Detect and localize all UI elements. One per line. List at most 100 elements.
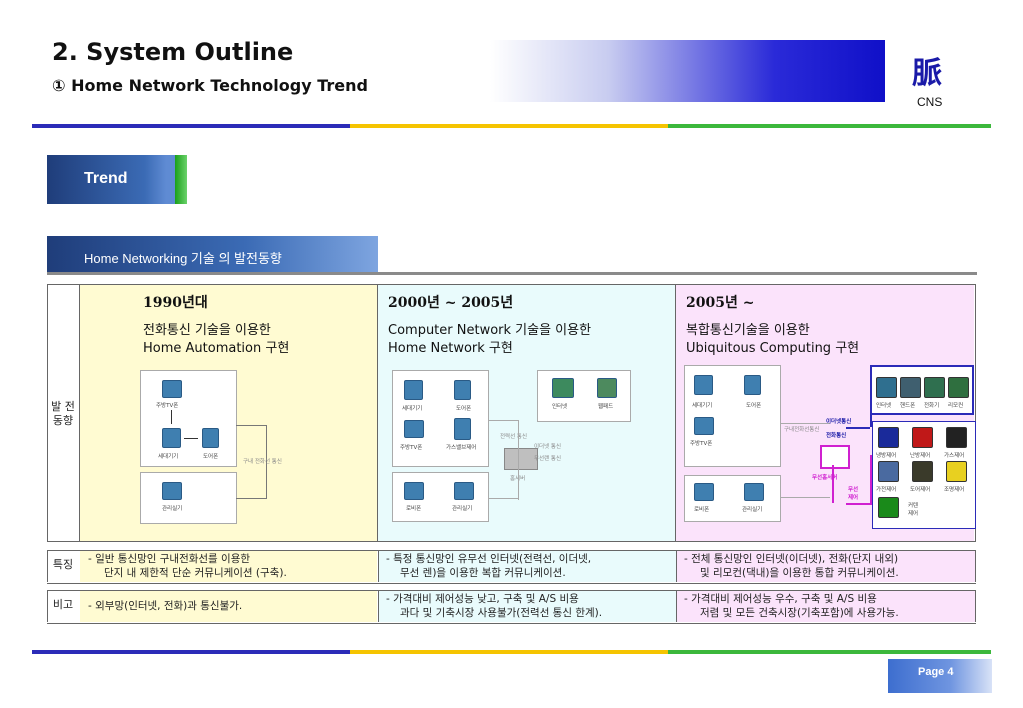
- connector: [184, 438, 198, 439]
- remarks-cell-bg: [378, 591, 676, 622]
- diagram-box: [684, 475, 781, 522]
- door-phone-label: 도어폰: [203, 454, 219, 460]
- lobby-phone-label: 로비폰: [406, 506, 422, 512]
- lobby-phone-icon: [694, 483, 714, 501]
- appliance-label: 가전제어: [876, 487, 897, 493]
- column-header-1990: 1990년대: [143, 295, 208, 311]
- section-header: [47, 236, 378, 273]
- main-tv-phone-icon: [404, 420, 424, 438]
- gas-label: 가스제어: [944, 453, 965, 459]
- guard-station-icon: [454, 482, 474, 500]
- remarks-2005-line1: - 가격대비 제어성능 우수, 구축 및 A/S 비용: [684, 593, 877, 605]
- webpad-label: 웹패드: [598, 404, 614, 410]
- remarks-cell-bg: [676, 591, 976, 622]
- door-phone-icon: [202, 428, 219, 448]
- connector: [266, 425, 267, 499]
- table-border: [675, 284, 676, 541]
- home-server-icon: [504, 448, 538, 470]
- home-server-label: 홈서버: [510, 474, 525, 482]
- table-border: [377, 284, 378, 541]
- appliance-icon: [878, 461, 899, 482]
- gas-valve-label: 가스밸브제어: [446, 445, 477, 451]
- lobby-phone-icon: [404, 482, 424, 500]
- wallpad-icon: [162, 428, 181, 448]
- features-2005-line1: - 전체 통신망인 인터넷(이더넷), 전화(단지 내외): [684, 553, 899, 565]
- internet-label: 인터넷: [876, 403, 892, 409]
- connector: [780, 423, 830, 424]
- divider-blue: [32, 124, 350, 128]
- remarks-2000-line2: 과다 및 기축시장 사용불가(전력선 통신 한계).: [400, 607, 603, 619]
- light-label: 조명제어: [944, 487, 965, 493]
- features-row-label: 특징: [52, 558, 74, 571]
- remote-control-icon: [948, 377, 969, 398]
- guard-station-icon: [744, 483, 764, 501]
- gas-icon: [946, 427, 967, 448]
- footer-divider-yellow: [350, 650, 668, 654]
- cooling-icon: [878, 427, 899, 448]
- section-rule: [47, 272, 977, 275]
- page-number: Page 4: [918, 666, 954, 678]
- features-2000-line1: - 특정 통신망인 유무선 인터넷(전력선, 이더넷,: [386, 553, 592, 565]
- wallpad-label: 세대기기: [692, 403, 713, 409]
- guard-station-icon: [162, 482, 182, 500]
- guard-station-label: 관리실기: [742, 507, 763, 513]
- wallpad-icon: [694, 375, 713, 395]
- remarks-1990-line1: - 외부망(인터넷, 전화)과 통신불가.: [88, 600, 243, 612]
- table-border: [975, 284, 976, 541]
- remote-control-label: 리모컨: [948, 403, 964, 409]
- table-border-top: [47, 284, 976, 285]
- wallpad-label: 세대기기: [402, 406, 423, 412]
- webpad-icon: [597, 378, 617, 398]
- column-desc-2005-line1: 복합통신기술을 이용한: [686, 323, 810, 338]
- main-tv-phone-icon: [162, 380, 182, 398]
- phone-comm-label: 전화통신: [826, 433, 847, 439]
- mobile-phone-icon: [900, 377, 921, 398]
- connector: [832, 465, 834, 503]
- connector: [236, 425, 266, 426]
- diagram-box: [140, 472, 237, 524]
- connector: [518, 420, 519, 500]
- diagram-1990: 주방TV폰 세대기기 도어폰 관리실기 구내 전화선 통신: [140, 370, 340, 530]
- column-desc-1990-line1: 전화통신 기술을 이용한: [143, 323, 271, 338]
- page-subtitle: ① Home Network Technology Trend: [52, 76, 368, 95]
- wireless-control-label: 무선: [848, 487, 859, 493]
- phone-line-label: 구내 전화선 통신: [243, 459, 282, 465]
- main-tv-phone-label: 주방TV폰: [156, 403, 179, 409]
- door-phone-label: 도어폰: [746, 403, 762, 409]
- features-2000-line2: 무선 렌)을 이용한 복합 커뮤니케이션.: [400, 567, 566, 579]
- main-tv-phone-label: 주방TV폰: [400, 445, 423, 451]
- cooling-label: 냉방제어: [876, 453, 897, 459]
- divider-green: [668, 124, 991, 128]
- connector: [236, 498, 266, 499]
- ethernet-label: 이더넷통신: [826, 419, 852, 425]
- features-cell-bg: [378, 551, 676, 582]
- trend-tab-label: Trend: [84, 170, 128, 187]
- guard-station-label: 관리실기: [452, 506, 473, 512]
- heating-label: 난방제어: [910, 453, 931, 459]
- features-1990-line2: 단지 내 제한적 단순 커뮤니케이션 (구축).: [104, 567, 287, 579]
- row-label-development-text: 발 전 동향: [51, 400, 75, 427]
- remarks-row-label: 비고: [52, 598, 74, 611]
- wallpad-label: 세대기기: [158, 454, 179, 460]
- main-tv-phone-icon: [694, 417, 714, 435]
- wireless-lan-label: 무선랜 통신: [534, 456, 562, 462]
- connector: [171, 410, 172, 424]
- wireless-server-icon: [820, 445, 850, 469]
- main-tv-phone-label: 주방TV폰: [690, 441, 713, 447]
- ethernet-label: 이더넷 통신: [534, 444, 562, 450]
- footer-divider-green: [668, 650, 991, 654]
- column-desc-1990-line2: Home Automation 구현: [143, 341, 290, 356]
- features-1990-line1: - 일반 통신망인 구내전화선를 이용한: [88, 553, 251, 565]
- features-cell-bg: [676, 551, 976, 582]
- internet-icon: [552, 378, 574, 398]
- column-header-2005: 2005년 ~: [686, 295, 755, 311]
- company-logo-text: CNS: [917, 95, 943, 109]
- telephone-label: 전화기: [924, 403, 940, 409]
- features-cell-bg: [80, 551, 377, 582]
- divider-yellow: [350, 124, 668, 128]
- column-desc-2005-line2: Ubiquitous Computing 구현: [686, 341, 860, 356]
- diagram-2000: 세대기기 도어폰 주방TV폰 가스밸브제어 인터넷 웹패드 홈서버 전력선 통신…: [392, 370, 642, 530]
- company-logo: 脈: [912, 56, 942, 91]
- curtain-label: 커텐: [908, 503, 919, 509]
- connector: [846, 503, 870, 505]
